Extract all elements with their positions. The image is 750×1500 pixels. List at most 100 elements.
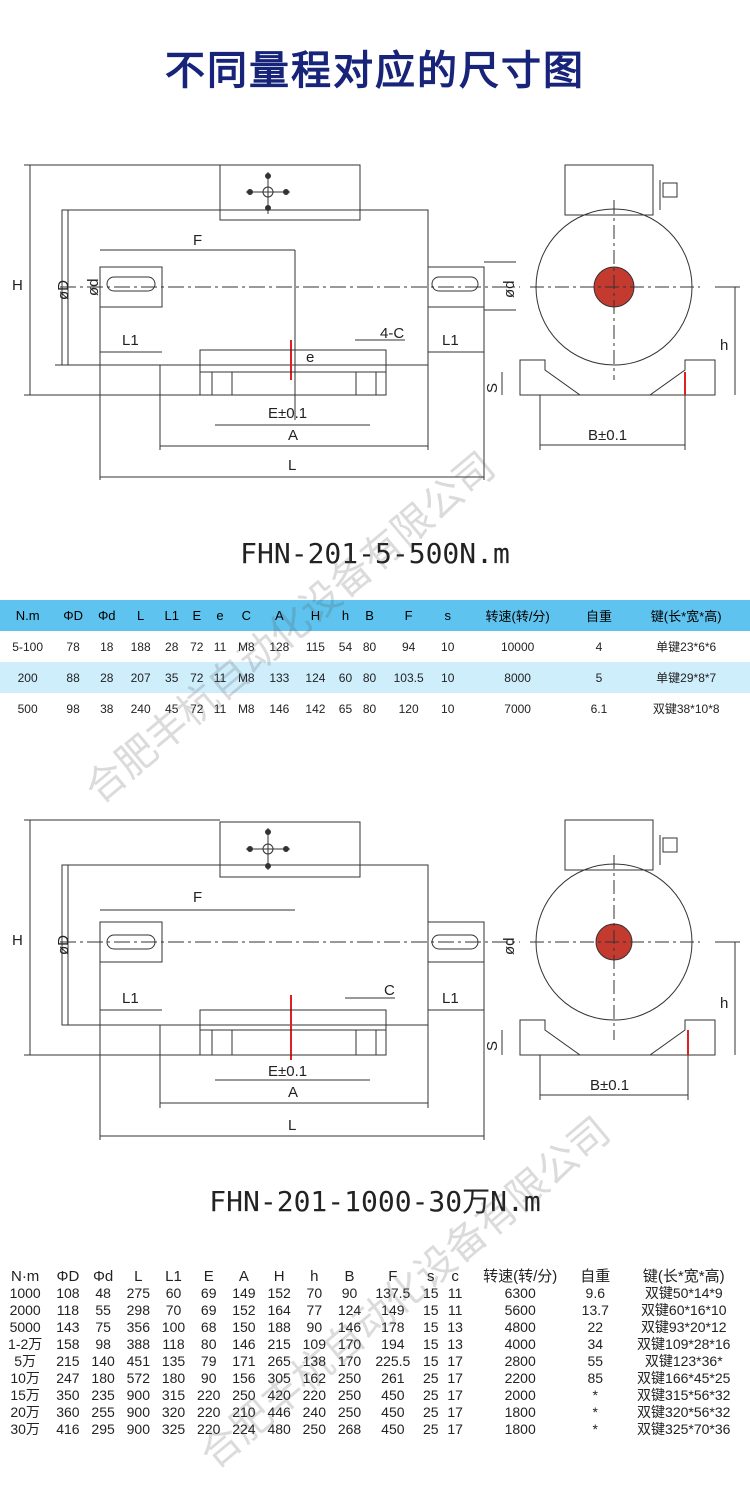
table-cell: 55 [587,1353,604,1369]
table-cell: M8 [237,639,255,654]
table-cell: 8000 [459,662,576,693]
table-cell: 13 [447,1319,463,1335]
table-cell: 17 [447,1387,463,1403]
table-cell: 108 [56,1285,80,1301]
dim-label: S [484,1041,501,1051]
header-cell: 转速(转/分) [459,600,576,631]
table-cell: 250 [232,1387,256,1403]
header-cell: F [381,600,436,631]
table-cell: 450 [381,1421,405,1437]
table-cell: 6.1 [590,701,608,716]
table-cell: 70 [306,1285,323,1301]
table-cell: 10万 [10,1370,40,1386]
table-cell: 13 [447,1336,463,1352]
model-caption-1: FHN-201-5-500N.m [240,537,510,570]
table-cell: 215 [267,1336,291,1352]
table-cell: 2800 [504,1353,536,1369]
table-cell: 188 [267,1319,291,1335]
table-cell: 11 [213,701,227,716]
table-cell: 38 [100,701,114,716]
table-cell: 90 [306,1319,323,1335]
table-cell: 94 [401,639,416,654]
table-cell: 25 [422,1370,439,1386]
table-cell: 1800 [504,1404,536,1420]
table-cell: 15 [422,1319,439,1335]
table-cell: 双键109*28*16 [637,1336,731,1352]
table-cell: 180 [161,1370,186,1386]
table-cell: 171 [232,1353,256,1369]
header-cell: L1 [165,1268,182,1285]
table-cell: 416 [56,1421,80,1437]
dimension-drawing-1: H øD ød ød F L1 L1 4-C e E±0.1 A L [12,164,740,480]
table-cell: 30万 [10,1421,40,1437]
table-cell: 25 [422,1404,439,1420]
table-cell: 1-2万 [8,1336,43,1352]
table-cell: 250 [337,1387,362,1403]
header-cell: N·m [10,1268,40,1285]
table-cell: 68 [200,1319,217,1335]
table-cell: 54 [338,639,353,654]
table-cell: 5 [575,662,623,693]
table-cell: 146 [337,1319,362,1335]
table-cell: 315 [161,1387,186,1403]
table-cell: 295 [91,1421,115,1437]
table-cell: 15 [422,1285,439,1301]
table-cell: 2000 [9,1302,41,1318]
header-cell: h [310,1268,319,1285]
table-cell: 80 [362,701,377,716]
table-cell: 80 [200,1336,217,1352]
table-cell: 305 [267,1370,291,1386]
table-cell: 10 [435,662,460,693]
table-cell: 250 [302,1421,326,1437]
table-cell: 1000 [9,1285,41,1301]
table-cell: 572 [126,1370,150,1386]
table-cell: 118 [162,1336,185,1352]
table-cell: 10 [441,701,455,716]
table-cell: 98 [95,1336,111,1352]
table-cell: 80 [362,639,377,654]
dim-label: E±0.1 [268,405,307,422]
table-cell: 149 [232,1285,256,1301]
table-cell: 单键29*8*7 [622,662,750,693]
table-cell: 17 [447,1370,463,1386]
table-cell: 70 [165,1302,182,1318]
table-cell: 5-100 [12,639,43,654]
table-cell: 900 [126,1421,150,1437]
table-cell: 320 [161,1404,186,1420]
table-cell: 124 [297,662,334,693]
header-cell: E [184,600,209,631]
table-cell: 250 [337,1404,362,1420]
table-cell: 146 [232,1336,256,1352]
table-cell: 11 [447,1302,463,1318]
header-cell: N.m [0,600,56,631]
header-cell: E [203,1268,214,1285]
table-cell: 9.6 [585,1285,606,1301]
table-cell: 225.5 [375,1353,411,1369]
table-cell: 18 [100,639,114,654]
table-cell: 261 [381,1370,405,1386]
table-cell: 双键93*20*12 [640,1319,727,1335]
table-cell: 188 [130,639,151,654]
table-cell: 72 [190,639,204,654]
table-cell: 143 [56,1319,80,1335]
table-cell: 45 [165,701,179,716]
table-cell: 118 [56,1302,80,1318]
table-cell: 10 [441,639,455,654]
table-cell: 69 [200,1302,217,1318]
table-cell: 60 [165,1285,182,1301]
header-cell: A [238,1268,249,1285]
dim-label: H [12,277,23,294]
table-cell: 250 [337,1370,362,1386]
header-cell: Φd [90,600,123,631]
dim-label: ød [501,280,518,298]
dim-label: h [720,995,728,1012]
